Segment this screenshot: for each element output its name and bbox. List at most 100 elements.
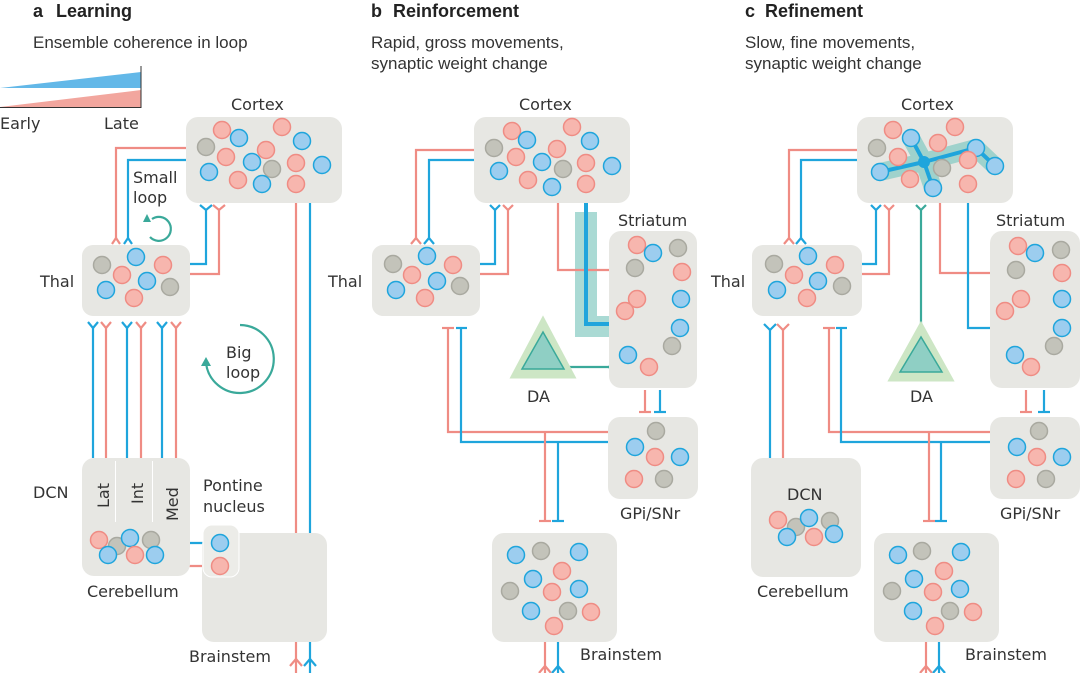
pink-neuron bbox=[124, 288, 144, 308]
grey-neuron bbox=[1044, 336, 1064, 356]
grey-neuron bbox=[531, 541, 551, 561]
blue-neuron bbox=[542, 177, 562, 197]
legend-blue-wedge bbox=[0, 72, 141, 88]
c-dcn-label: DCN bbox=[787, 485, 822, 504]
c-da-label: DA bbox=[910, 387, 933, 406]
big-loop-label-2: loop bbox=[226, 363, 260, 382]
blue-neuron bbox=[137, 271, 157, 291]
blue-neuron bbox=[569, 579, 589, 599]
blue-neuron bbox=[417, 246, 437, 266]
pink-neuron bbox=[228, 170, 248, 190]
pink-neuron bbox=[900, 169, 920, 189]
pink-neuron bbox=[125, 545, 145, 565]
legend-early: Early bbox=[0, 114, 40, 133]
legend-late: Late bbox=[104, 114, 139, 133]
pink-neuron bbox=[415, 288, 435, 308]
pink-neuron bbox=[547, 139, 567, 159]
blue-neuron bbox=[1052, 289, 1072, 309]
a-dcn-int: Int bbox=[128, 483, 147, 504]
blue-neuron bbox=[312, 155, 332, 175]
grey-neuron bbox=[625, 258, 645, 278]
pink-neuron bbox=[958, 174, 978, 194]
pink-neuron bbox=[672, 262, 692, 282]
blue-neuron bbox=[569, 542, 589, 562]
pink-neuron bbox=[576, 174, 596, 194]
panel-c: c Refinement Slow, fine movements, synap… bbox=[710, 1, 1080, 673]
pink-neuron bbox=[797, 288, 817, 308]
panel-a-letter: a bbox=[33, 1, 44, 21]
a-brainstem-label: Brainstem bbox=[189, 647, 271, 666]
b-da-label: DA bbox=[527, 387, 550, 406]
a-dcn-label: DCN bbox=[33, 483, 68, 502]
b-brainstem-neurons bbox=[500, 541, 601, 636]
b-da-neuron bbox=[509, 315, 577, 379]
blue-neuron bbox=[1025, 243, 1045, 263]
a-thal-label: Thal bbox=[39, 272, 74, 291]
grey-neuron bbox=[553, 159, 573, 179]
blue-neuron bbox=[798, 246, 818, 266]
blue-neuron bbox=[1005, 345, 1025, 365]
grey-neuron bbox=[92, 255, 112, 275]
pink-neuron bbox=[883, 120, 903, 140]
blue-neuron bbox=[292, 131, 312, 151]
b-thal-label: Thal bbox=[327, 272, 362, 291]
pink-neuron bbox=[1011, 289, 1031, 309]
blue-neuron bbox=[199, 162, 219, 182]
blue-neuron bbox=[96, 280, 116, 300]
blue-neuron bbox=[489, 161, 509, 181]
small-loop-label-1: Small bbox=[133, 168, 177, 187]
pink-neuron bbox=[210, 556, 230, 576]
c-gpi-label: GPi/SNr bbox=[1000, 504, 1061, 523]
grey-neuron bbox=[646, 421, 666, 441]
c-da-neuron bbox=[887, 320, 955, 382]
blue-neuron bbox=[888, 545, 908, 565]
small-loop-label-2: loop bbox=[133, 188, 167, 207]
pink-neuron bbox=[784, 265, 804, 285]
grey-neuron bbox=[1029, 421, 1049, 441]
panel-b-subtitle-2: synaptic weight change bbox=[371, 54, 548, 73]
pink-neuron bbox=[1052, 263, 1072, 283]
blue-neuron bbox=[618, 345, 638, 365]
blue-neuron bbox=[427, 271, 447, 291]
pink-neuron bbox=[645, 447, 665, 467]
pink-neuron bbox=[639, 357, 659, 377]
pink-neuron bbox=[963, 602, 983, 622]
blue-neuron bbox=[580, 131, 600, 151]
grey-neuron bbox=[912, 541, 932, 561]
pink-neuron bbox=[888, 147, 908, 167]
c-thal-neurons bbox=[764, 246, 852, 308]
c-dcn-neurons bbox=[768, 508, 844, 547]
grey-neuron bbox=[262, 159, 282, 179]
blue-neuron bbox=[870, 162, 890, 182]
grey-neuron bbox=[160, 277, 180, 297]
pink-neuron bbox=[804, 527, 824, 547]
pink-neuron bbox=[1008, 236, 1028, 256]
pink-neuron bbox=[945, 117, 965, 137]
c-cerebellum-label: Cerebellum bbox=[757, 582, 849, 601]
big-loop-label-1: Big bbox=[226, 343, 252, 362]
blue-neuron bbox=[951, 542, 971, 562]
b-striatum-neurons bbox=[615, 235, 692, 377]
blue-neuron bbox=[1007, 437, 1027, 457]
pink-neuron bbox=[506, 147, 526, 167]
b-striatum-label: Striatum bbox=[618, 211, 687, 230]
c-cortex-neurons bbox=[867, 117, 1005, 198]
pink-neuron bbox=[928, 133, 948, 153]
grey-neuron bbox=[1051, 240, 1071, 260]
b-gpi-label: GPi/SNr bbox=[620, 504, 681, 523]
grey-neuron bbox=[940, 601, 960, 621]
blue-neuron bbox=[903, 601, 923, 621]
a-pontine-neurons bbox=[210, 533, 230, 576]
a-cortex-neurons bbox=[196, 117, 332, 194]
blue-neuron bbox=[643, 243, 663, 263]
blue-neuron bbox=[126, 247, 146, 267]
blue-neuron bbox=[625, 437, 645, 457]
panel-c-subtitle-1: Slow, fine movements, bbox=[745, 33, 915, 52]
pink-neuron bbox=[958, 150, 978, 170]
pink-neuron bbox=[995, 301, 1015, 321]
pink-neuron bbox=[581, 602, 601, 622]
blue-neuron bbox=[767, 280, 787, 300]
panel-a-subtitle: Ensemble coherence in loop bbox=[33, 33, 248, 52]
b-reinforcement-highlight bbox=[575, 212, 640, 337]
a-cerebellum-label: Cerebellum bbox=[87, 582, 179, 601]
